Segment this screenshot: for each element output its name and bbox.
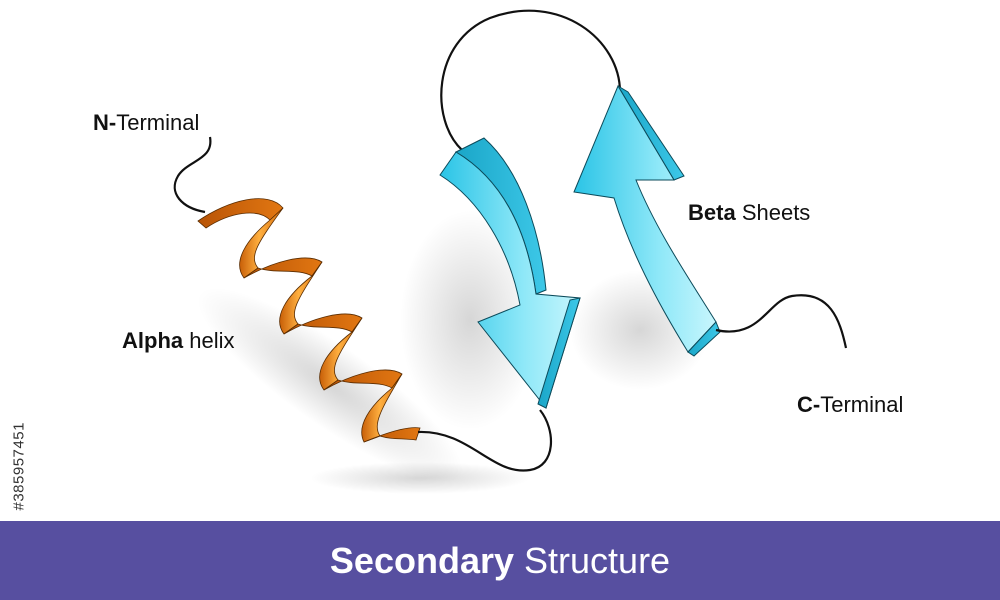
beta-sheets-label-bold: Beta [688, 200, 736, 225]
n-terminal-label-bold: N- [93, 110, 117, 135]
c-terminal-label-bold: C- [797, 392, 821, 417]
alpha-helix-label-rest: helix [189, 328, 235, 353]
footer-title-rest: Structure [524, 539, 671, 581]
footer-banner: Secondary Structure [0, 521, 1000, 600]
beta-shadow-left [400, 210, 540, 430]
beta-strand-down [439, 137, 581, 410]
n-terminal-label: N-Terminal [93, 110, 199, 136]
c-terminal-label: C-Terminal [797, 392, 903, 418]
beta-sheets-label-rest: Sheets [741, 200, 811, 225]
c-terminal-coil [715, 294, 848, 349]
beta-sheets-label: Beta Sheets [688, 200, 810, 226]
n-terminal-label-rest: Terminal [116, 110, 200, 135]
footer-title-bold: Secondary [329, 539, 514, 581]
helix-to-beta-loop [417, 409, 552, 472]
c-terminal-label-rest: Terminal [820, 392, 904, 417]
alpha-helix-ribbon [197, 198, 421, 443]
alpha-helix-label-bold: Alpha [122, 328, 184, 353]
footer-title: Secondary Structure [330, 540, 670, 582]
beta-hairpin-loop [440, 9, 622, 151]
beta-strand-up [573, 84, 721, 357]
watermark-id: #385957451 [4, 365, 28, 515]
watermark-id-text: #385957451 [10, 422, 28, 511]
bottom-shadow [310, 462, 530, 494]
alpha-helix-label: Alpha helix [122, 328, 235, 354]
n-terminal-coil [173, 136, 212, 214]
